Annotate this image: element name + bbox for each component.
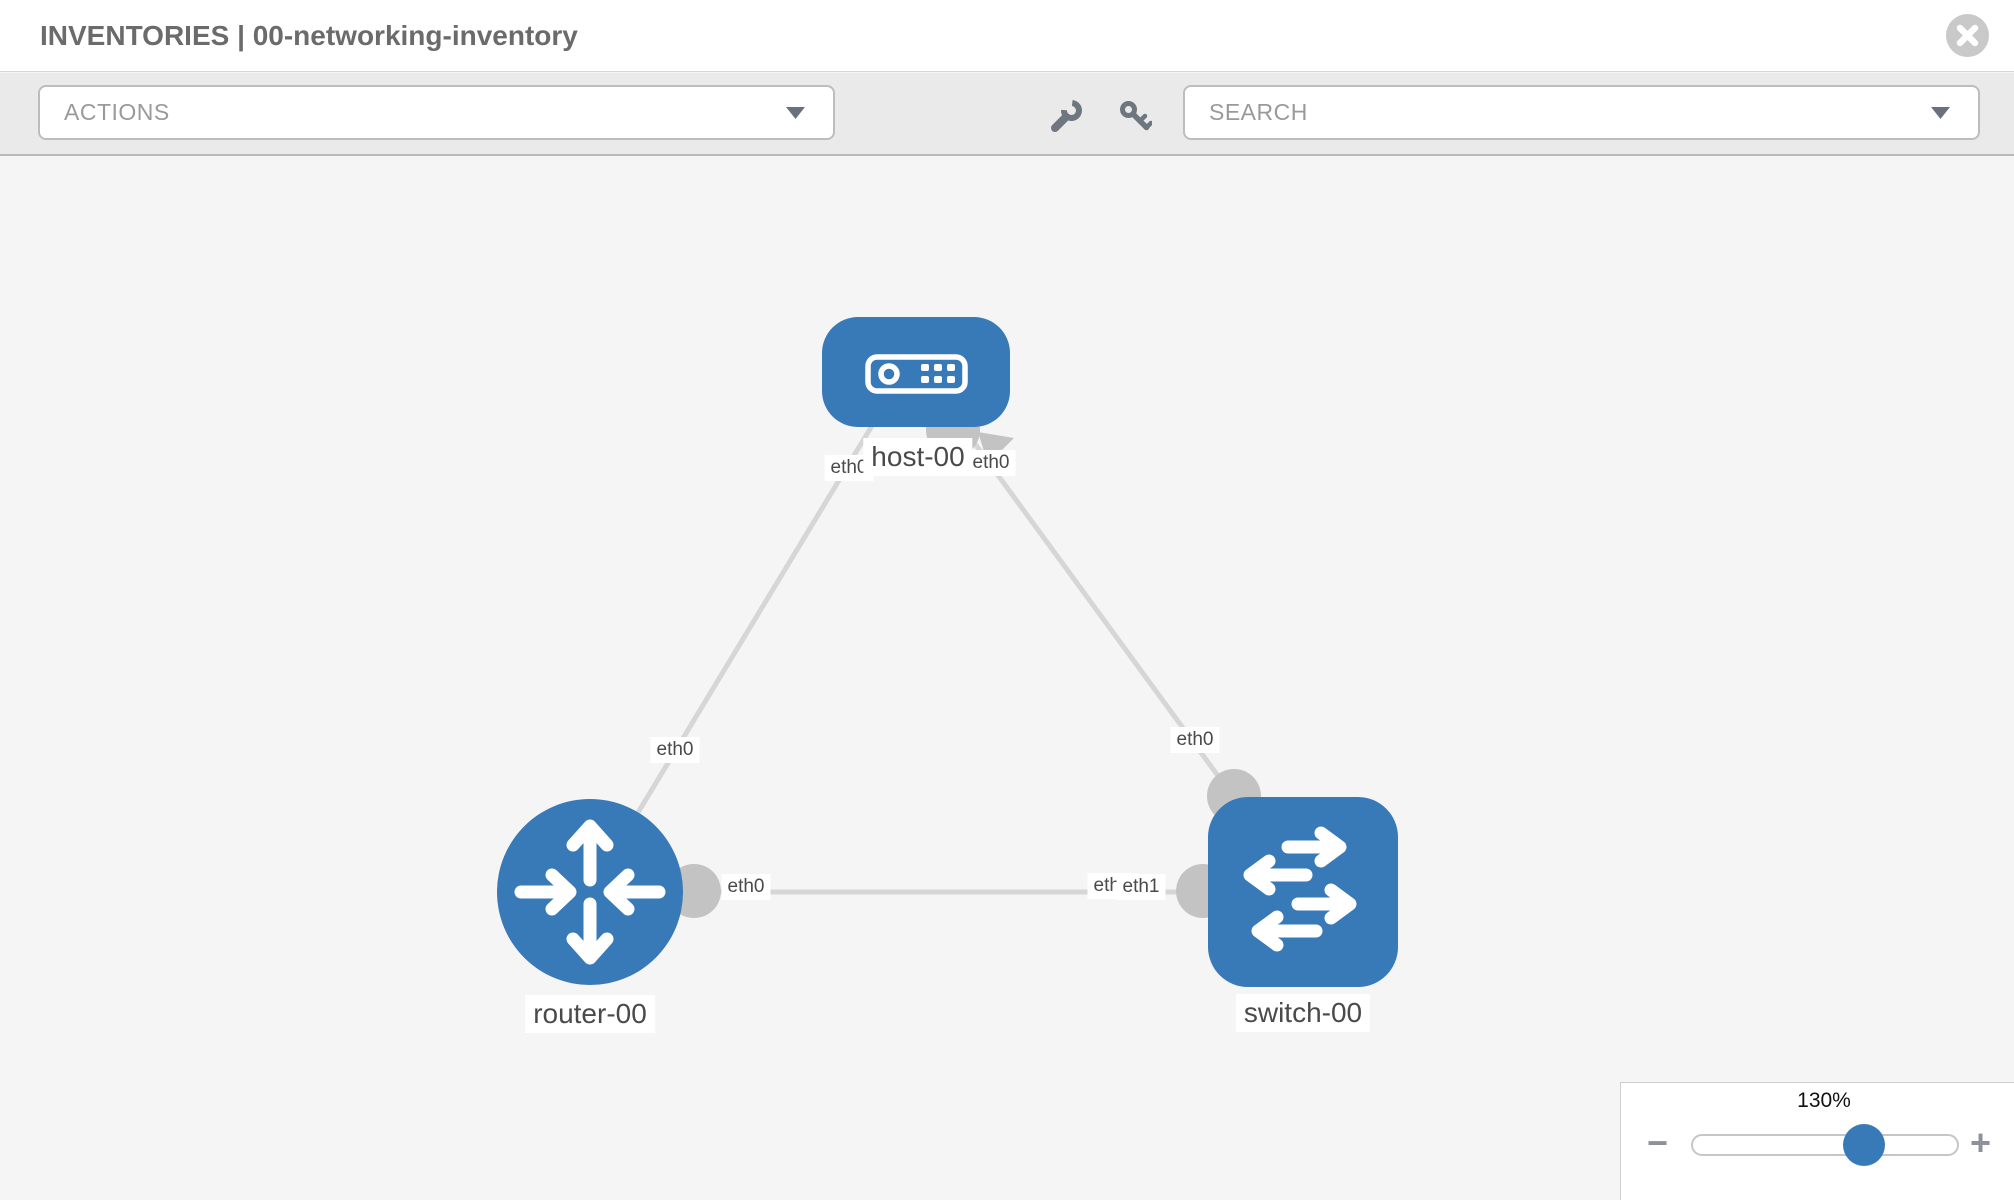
zoom-slider-track[interactable] — [1691, 1134, 1959, 1156]
page-title: INVENTORIES | 00-networking-inventory — [40, 20, 578, 51]
wrench-icon[interactable] — [1049, 99, 1083, 133]
search-dropdown[interactable]: SEARCH — [1183, 85, 1980, 140]
zoom-out-button[interactable]: − — [1647, 1122, 1669, 1163]
interface-label: eth0 — [966, 450, 1016, 476]
chevron-down-icon — [1931, 107, 1950, 119]
zoom-in-button[interactable]: + — [1970, 1122, 1992, 1163]
actions-dropdown-label: ACTIONS — [64, 99, 170, 125]
router-icon — [514, 819, 666, 965]
interface-label: eth0 — [650, 737, 700, 763]
node-host-00[interactable] — [822, 317, 1010, 427]
node-label-router: router-00 — [525, 995, 655, 1033]
node-switch-00[interactable] — [1208, 797, 1398, 987]
node-label-switch: switch-00 — [1235, 994, 1371, 1032]
interface-label: eth0 — [1170, 727, 1220, 753]
interface-label: eth1 — [1116, 874, 1166, 900]
key-icon[interactable] — [1118, 99, 1152, 133]
search-placeholder: SEARCH — [1209, 99, 1308, 125]
node-router-00[interactable] — [497, 799, 683, 985]
close-x-glyph — [1956, 24, 1979, 47]
zoom-level-value: 130% — [1797, 1089, 1851, 1112]
zoom-slider-thumb[interactable] — [1843, 1124, 1885, 1166]
zoom-control-panel: 130% − + — [1620, 1082, 2014, 1200]
switch-icon — [1243, 826, 1357, 952]
topology-canvas[interactable]: eth0 eth0 eth0 eth0 eth0 eth0 eth1 host-… — [0, 158, 2014, 1200]
chevron-down-icon — [786, 107, 805, 119]
host-icon — [865, 354, 968, 394]
toolbar: ACTIONS SEARCH — [0, 73, 2014, 156]
breadcrumb-header: INVENTORIES | 00-networking-inventory — [0, 0, 2014, 72]
close-icon[interactable] — [1946, 14, 1989, 57]
actions-dropdown[interactable]: ACTIONS — [38, 85, 835, 140]
node-label-host: host-00 — [863, 438, 973, 476]
interface-label: eth0 — [721, 874, 771, 900]
